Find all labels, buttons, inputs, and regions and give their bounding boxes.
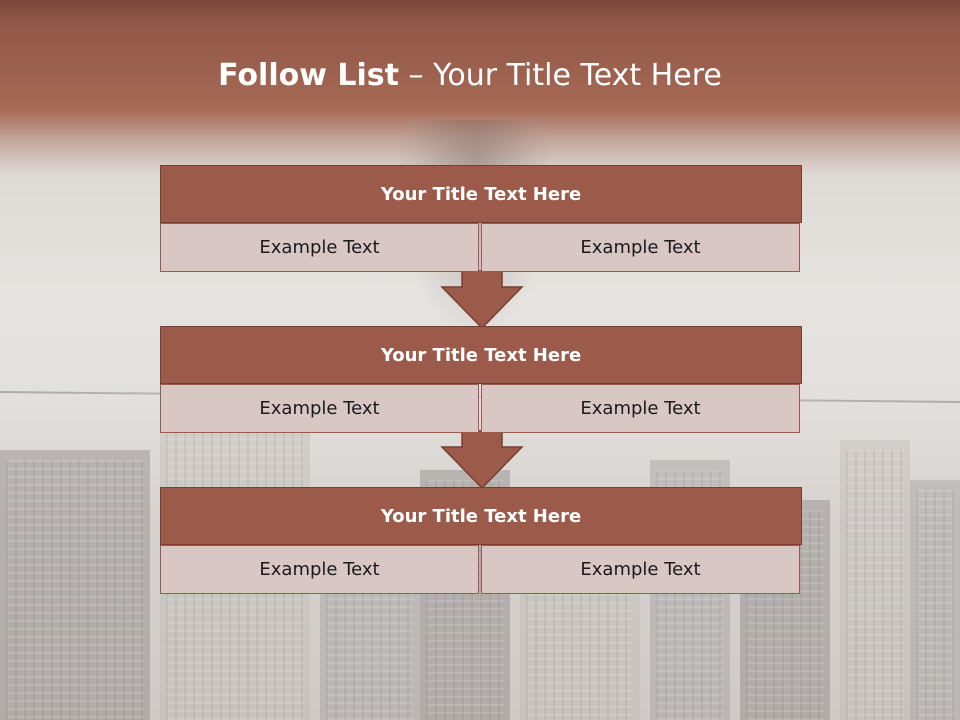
background-building	[910, 480, 960, 720]
block-cell-right: Example Text	[481, 384, 800, 433]
title-rest: Your Title Text Here	[433, 58, 722, 93]
block-cell-left: Example Text	[160, 384, 479, 433]
block-title: Your Title Text Here	[160, 165, 802, 223]
down-arrow-icon	[440, 270, 524, 330]
slide-title: Follow List – Your Title Text Here	[0, 52, 940, 100]
block-cell-right: Example Text	[481, 545, 800, 594]
block-title: Your Title Text Here	[160, 326, 802, 384]
block-cell-left: Example Text	[160, 223, 479, 272]
block-title: Your Title Text Here	[160, 487, 802, 545]
down-arrow-icon	[440, 430, 524, 490]
header-shade	[0, 0, 960, 20]
title-dash: –	[398, 58, 434, 93]
background-building	[840, 440, 910, 720]
block-cell-right: Example Text	[481, 223, 800, 272]
background-building	[0, 450, 150, 720]
title-bold: Follow List	[218, 58, 399, 93]
block-cell-left: Example Text	[160, 545, 479, 594]
